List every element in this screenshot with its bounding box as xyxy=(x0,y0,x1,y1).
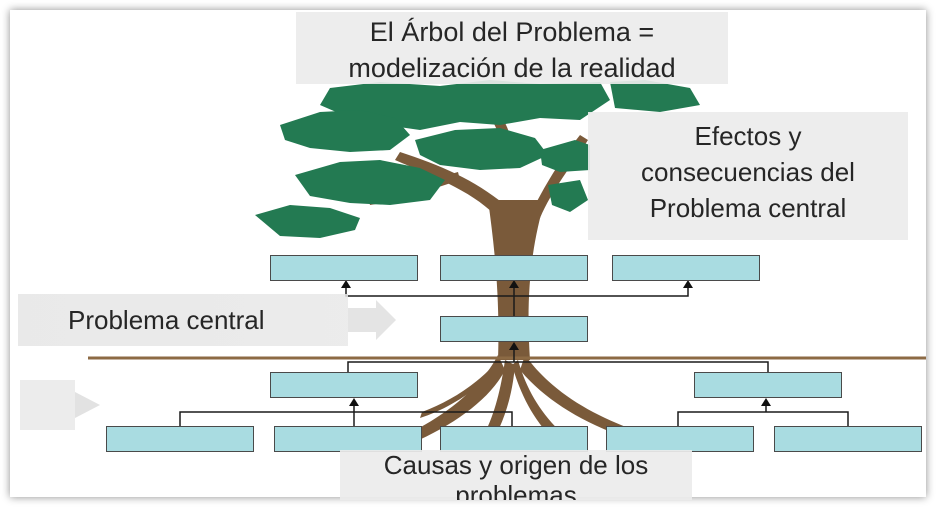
effect-box-1 xyxy=(270,255,418,281)
causes-label: Causas y origen de los problemas xyxy=(340,450,692,500)
effect-box-3 xyxy=(612,255,760,281)
cause-box-secondary-3 xyxy=(440,426,588,452)
connector-lines xyxy=(179,286,849,426)
causes-line-2: problemas xyxy=(455,480,577,500)
arrow-heads xyxy=(341,280,771,406)
cause-box-secondary-4 xyxy=(606,426,754,452)
title-label: El Árbol del Problema = modelización de … xyxy=(296,12,728,84)
effects-line-2: consecuencias del xyxy=(641,157,855,187)
cause-box-primary-1 xyxy=(270,372,418,398)
central-problem-box xyxy=(440,316,588,342)
cause-box-secondary-1 xyxy=(106,426,254,452)
title-line-2: modelización de la realidad xyxy=(348,53,676,83)
causes-arrow-decoration xyxy=(20,380,100,430)
cause-box-secondary-5 xyxy=(774,426,922,452)
title-line-1: El Árbol del Problema = xyxy=(369,17,655,47)
tree-foliage xyxy=(255,80,700,238)
central-problem-label: Problema central xyxy=(18,294,348,346)
causes-line-1: Causas y origen de los xyxy=(383,450,649,480)
central-arrow-decoration xyxy=(348,300,396,340)
effect-box-2 xyxy=(440,255,588,281)
cause-box-primary-2 xyxy=(694,372,842,398)
cause-box-secondary-2 xyxy=(274,426,422,452)
effects-line-3: Problema central xyxy=(649,193,847,223)
effects-line-1: Efectos y xyxy=(694,121,802,151)
effects-label: Efectos y consecuencias del Problema cen… xyxy=(588,112,908,240)
